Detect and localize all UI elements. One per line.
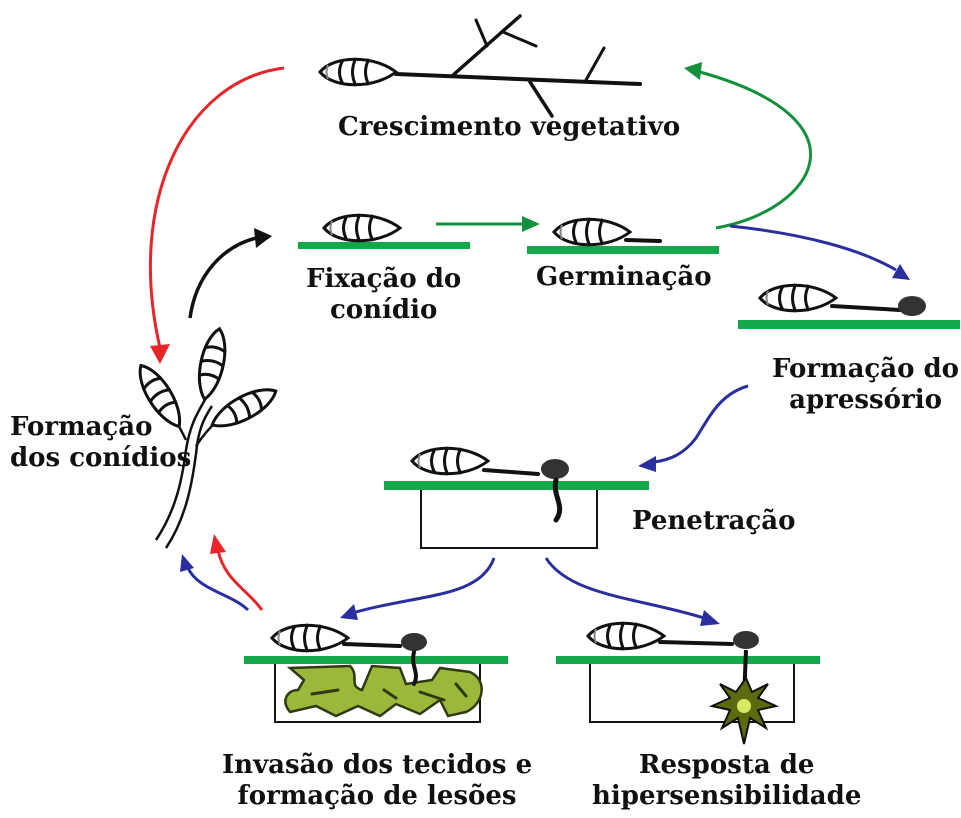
penetration-text: Penetração (632, 506, 796, 536)
label-germination: Germinação (536, 262, 712, 293)
conidia-formation-line2: dos conídios (10, 443, 192, 473)
label-conidium-attachment: Fixação do conídio (306, 264, 461, 326)
conidia-formation-illustration (129, 324, 283, 549)
tissue-invasion-line1: Invasão dos tecidos e (222, 750, 533, 780)
label-hypersensitive-response: Resposta de hipersensibilidade (592, 750, 861, 812)
appressorium-line1: Formação do (772, 354, 960, 384)
label-penetration: Penetração (632, 506, 795, 537)
hypersensitive-line1: Resposta de (638, 750, 815, 780)
germination-text: Germinação (536, 262, 712, 292)
label-appressorium-formation: Formação do apressório (772, 354, 959, 416)
penetration-illustration (384, 445, 649, 549)
conidium-attachment-line2: conídio (329, 295, 438, 325)
tissue-invasion-illustration (244, 622, 508, 723)
appressorium-illustration (738, 282, 960, 329)
label-vegetative-growth: Crescimento vegetativo (338, 112, 680, 143)
conidia-formation-line1: Formação (10, 412, 153, 442)
conidium-attachment-illustration (298, 212, 470, 249)
vegetative-growth-illustration (318, 14, 642, 118)
tissue-invasion-line2: formação de lesões (237, 781, 517, 811)
germination-illustration (527, 216, 719, 254)
label-tissue-invasion: Invasão dos tecidos e formação de lesões (222, 750, 532, 812)
cycle-arrows (148, 62, 910, 626)
label-conidia-formation: Formação dos conídios (10, 412, 191, 474)
hypersensitive-line2: hipersensibilidade (592, 781, 862, 811)
appressorium-line2: apressório (789, 385, 942, 415)
vegetative-growth-text: Crescimento vegetativo (338, 112, 681, 142)
conidium-attachment-line1: Fixação do (306, 264, 462, 294)
hypersensitive-response-illustration (556, 620, 820, 745)
